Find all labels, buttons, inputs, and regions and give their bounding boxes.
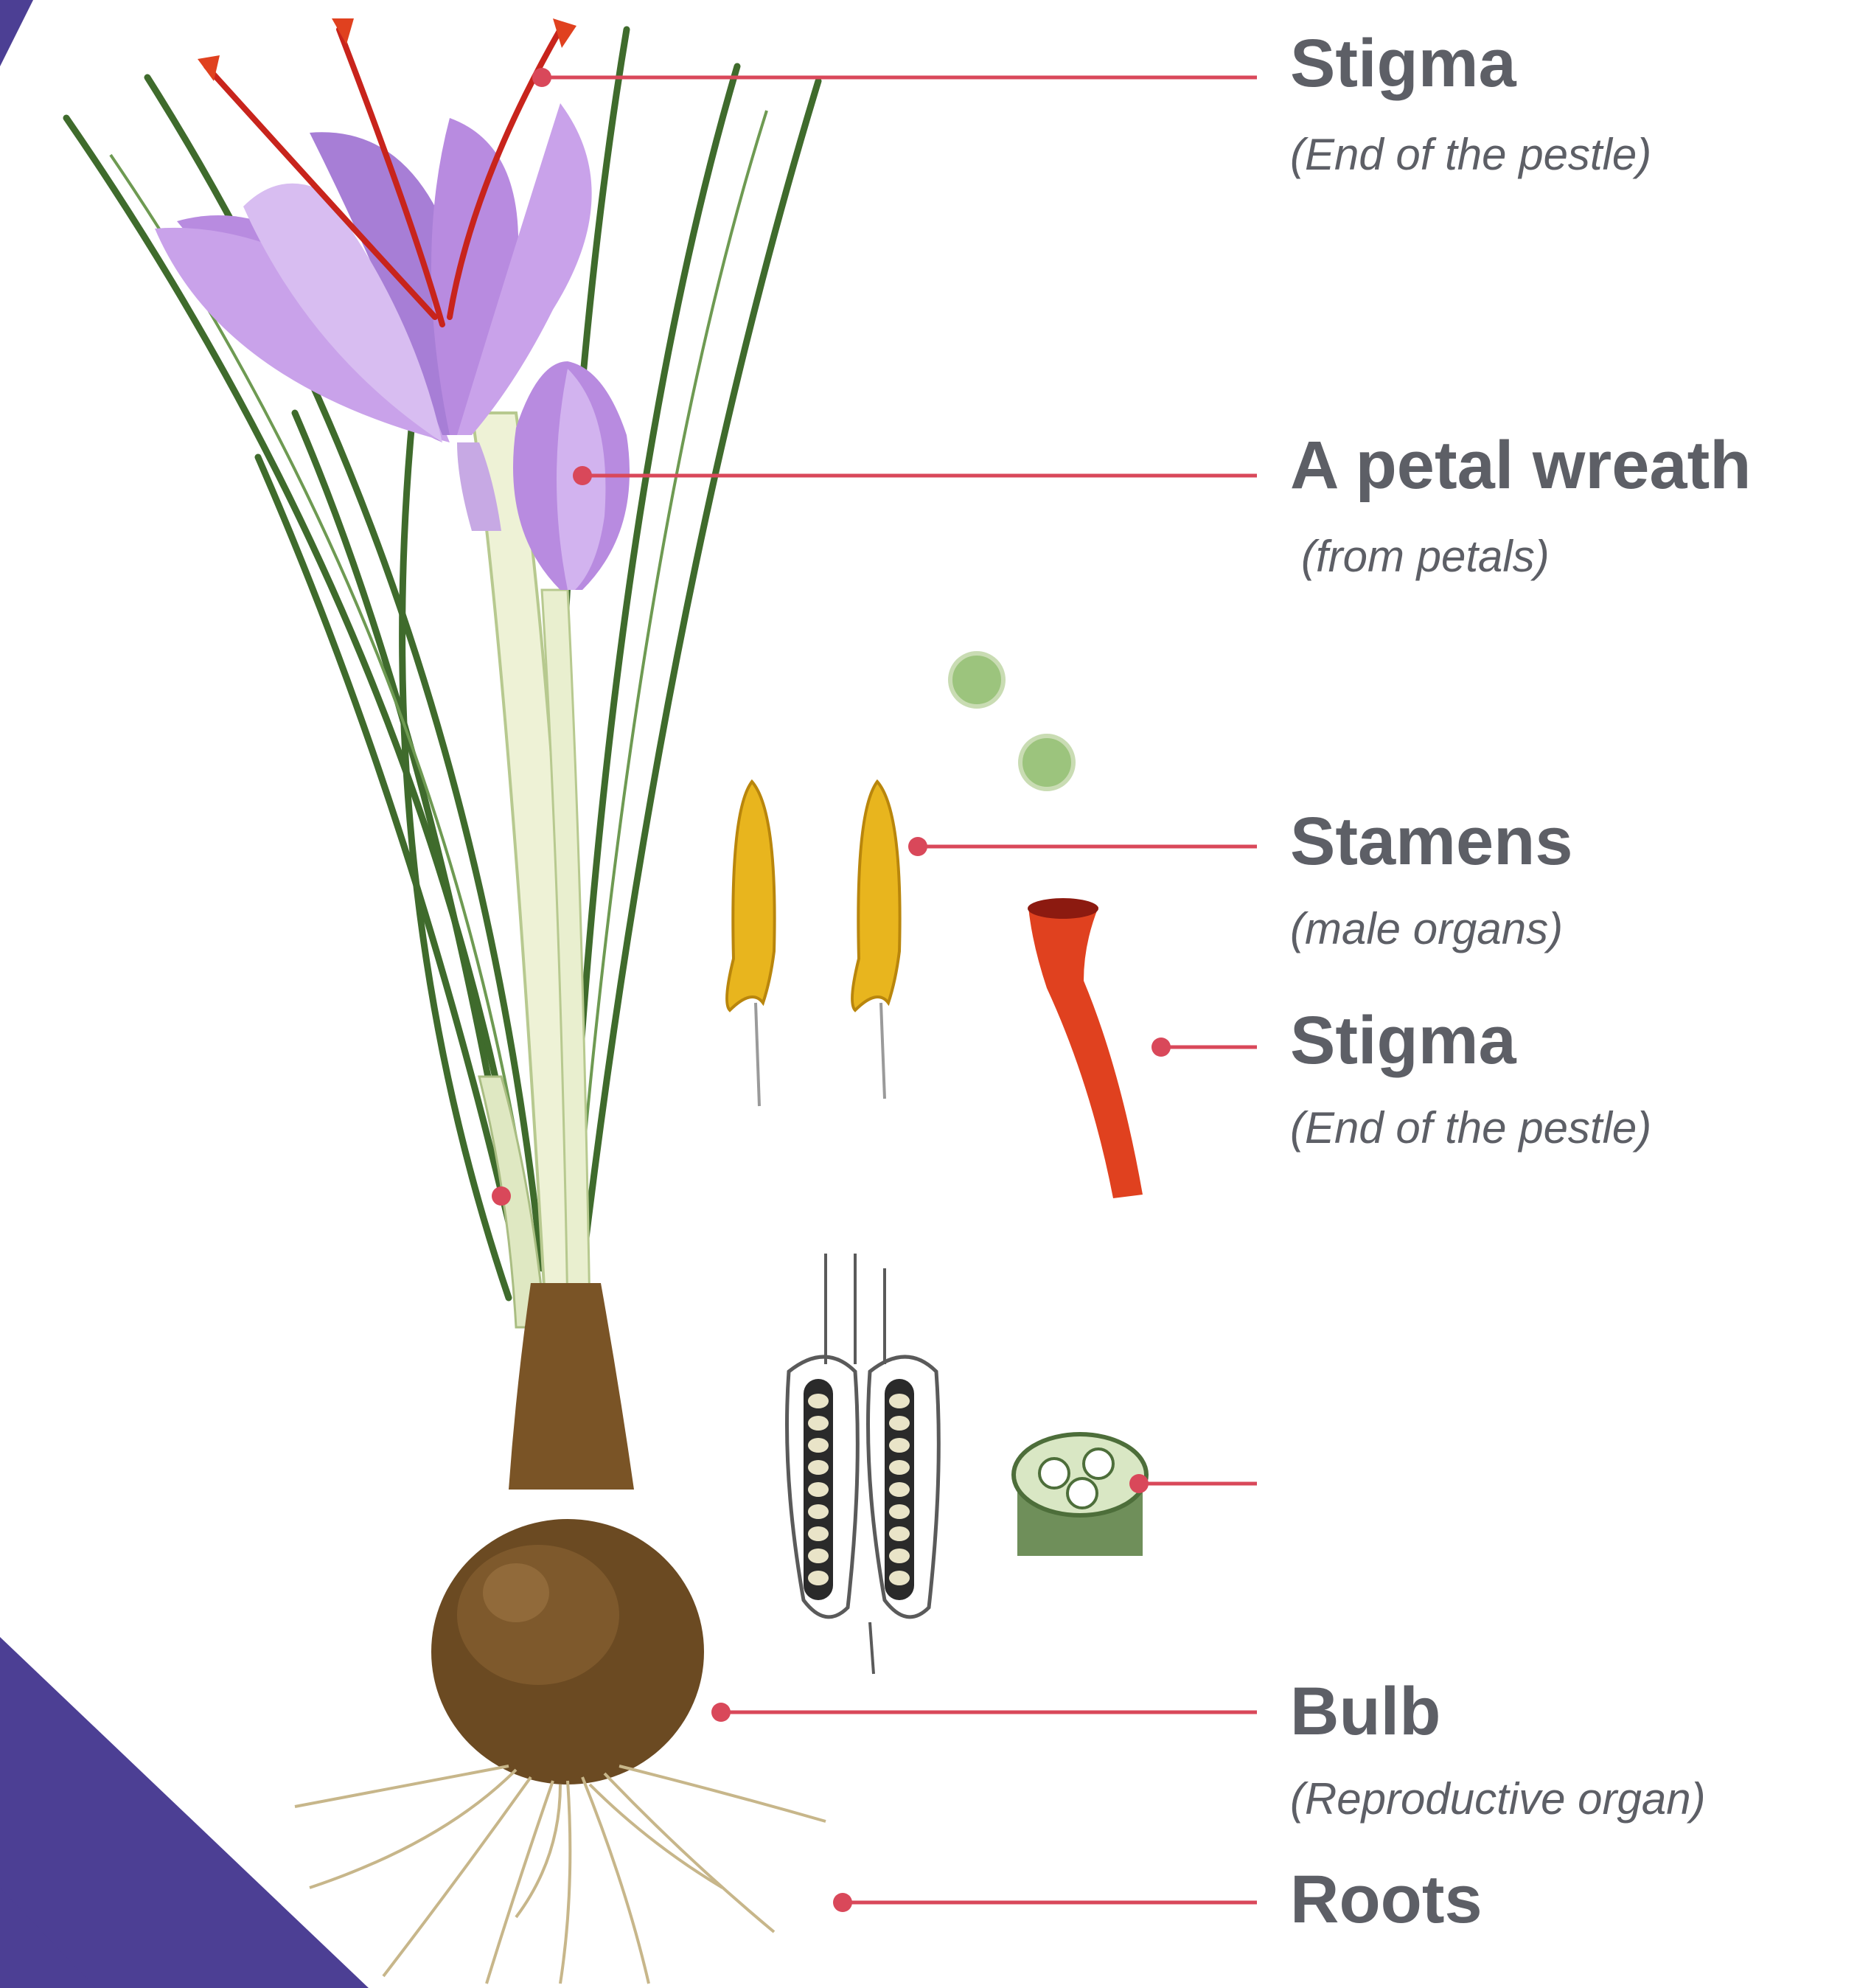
corner-shape-bottom-fill (0, 1637, 369, 1988)
label-bulb-title: Bulb (1290, 1678, 1440, 1745)
stamen-left (727, 782, 775, 1106)
roots (295, 1766, 826, 1984)
label-roots-title: Roots (1290, 1866, 1482, 1933)
label-stigma-detail-subtitle: (End of the pestle) (1290, 1106, 1651, 1150)
ovary-section (787, 1254, 939, 1674)
stigma-detail-illustration (1028, 900, 1143, 1198)
label-stigma-top-subtitle: (End of the pestle) (1290, 133, 1651, 177)
label-stamens-title: Stamens (1290, 807, 1573, 875)
label-stigma-top-title: Stigma (1290, 29, 1516, 97)
label-stigma-detail-title: Stigma (1290, 1007, 1516, 1074)
corner-shape-top (0, 0, 33, 66)
pollen-grain-1 (950, 653, 1003, 706)
label-stamens-subtitle: (male organs) (1290, 907, 1563, 951)
label-petal-wreath-title: A petal wreath (1290, 431, 1751, 499)
stamen-right (852, 782, 900, 1099)
bulb-neck (509, 1283, 634, 1490)
label-petal-wreath-subtitle: (from petals) (1301, 535, 1550, 579)
pollen-grain-2 (1020, 736, 1073, 789)
ovary-cross-section (1014, 1434, 1146, 1556)
label-bulb-subtitle: (Reproductive organ) (1290, 1777, 1706, 1821)
